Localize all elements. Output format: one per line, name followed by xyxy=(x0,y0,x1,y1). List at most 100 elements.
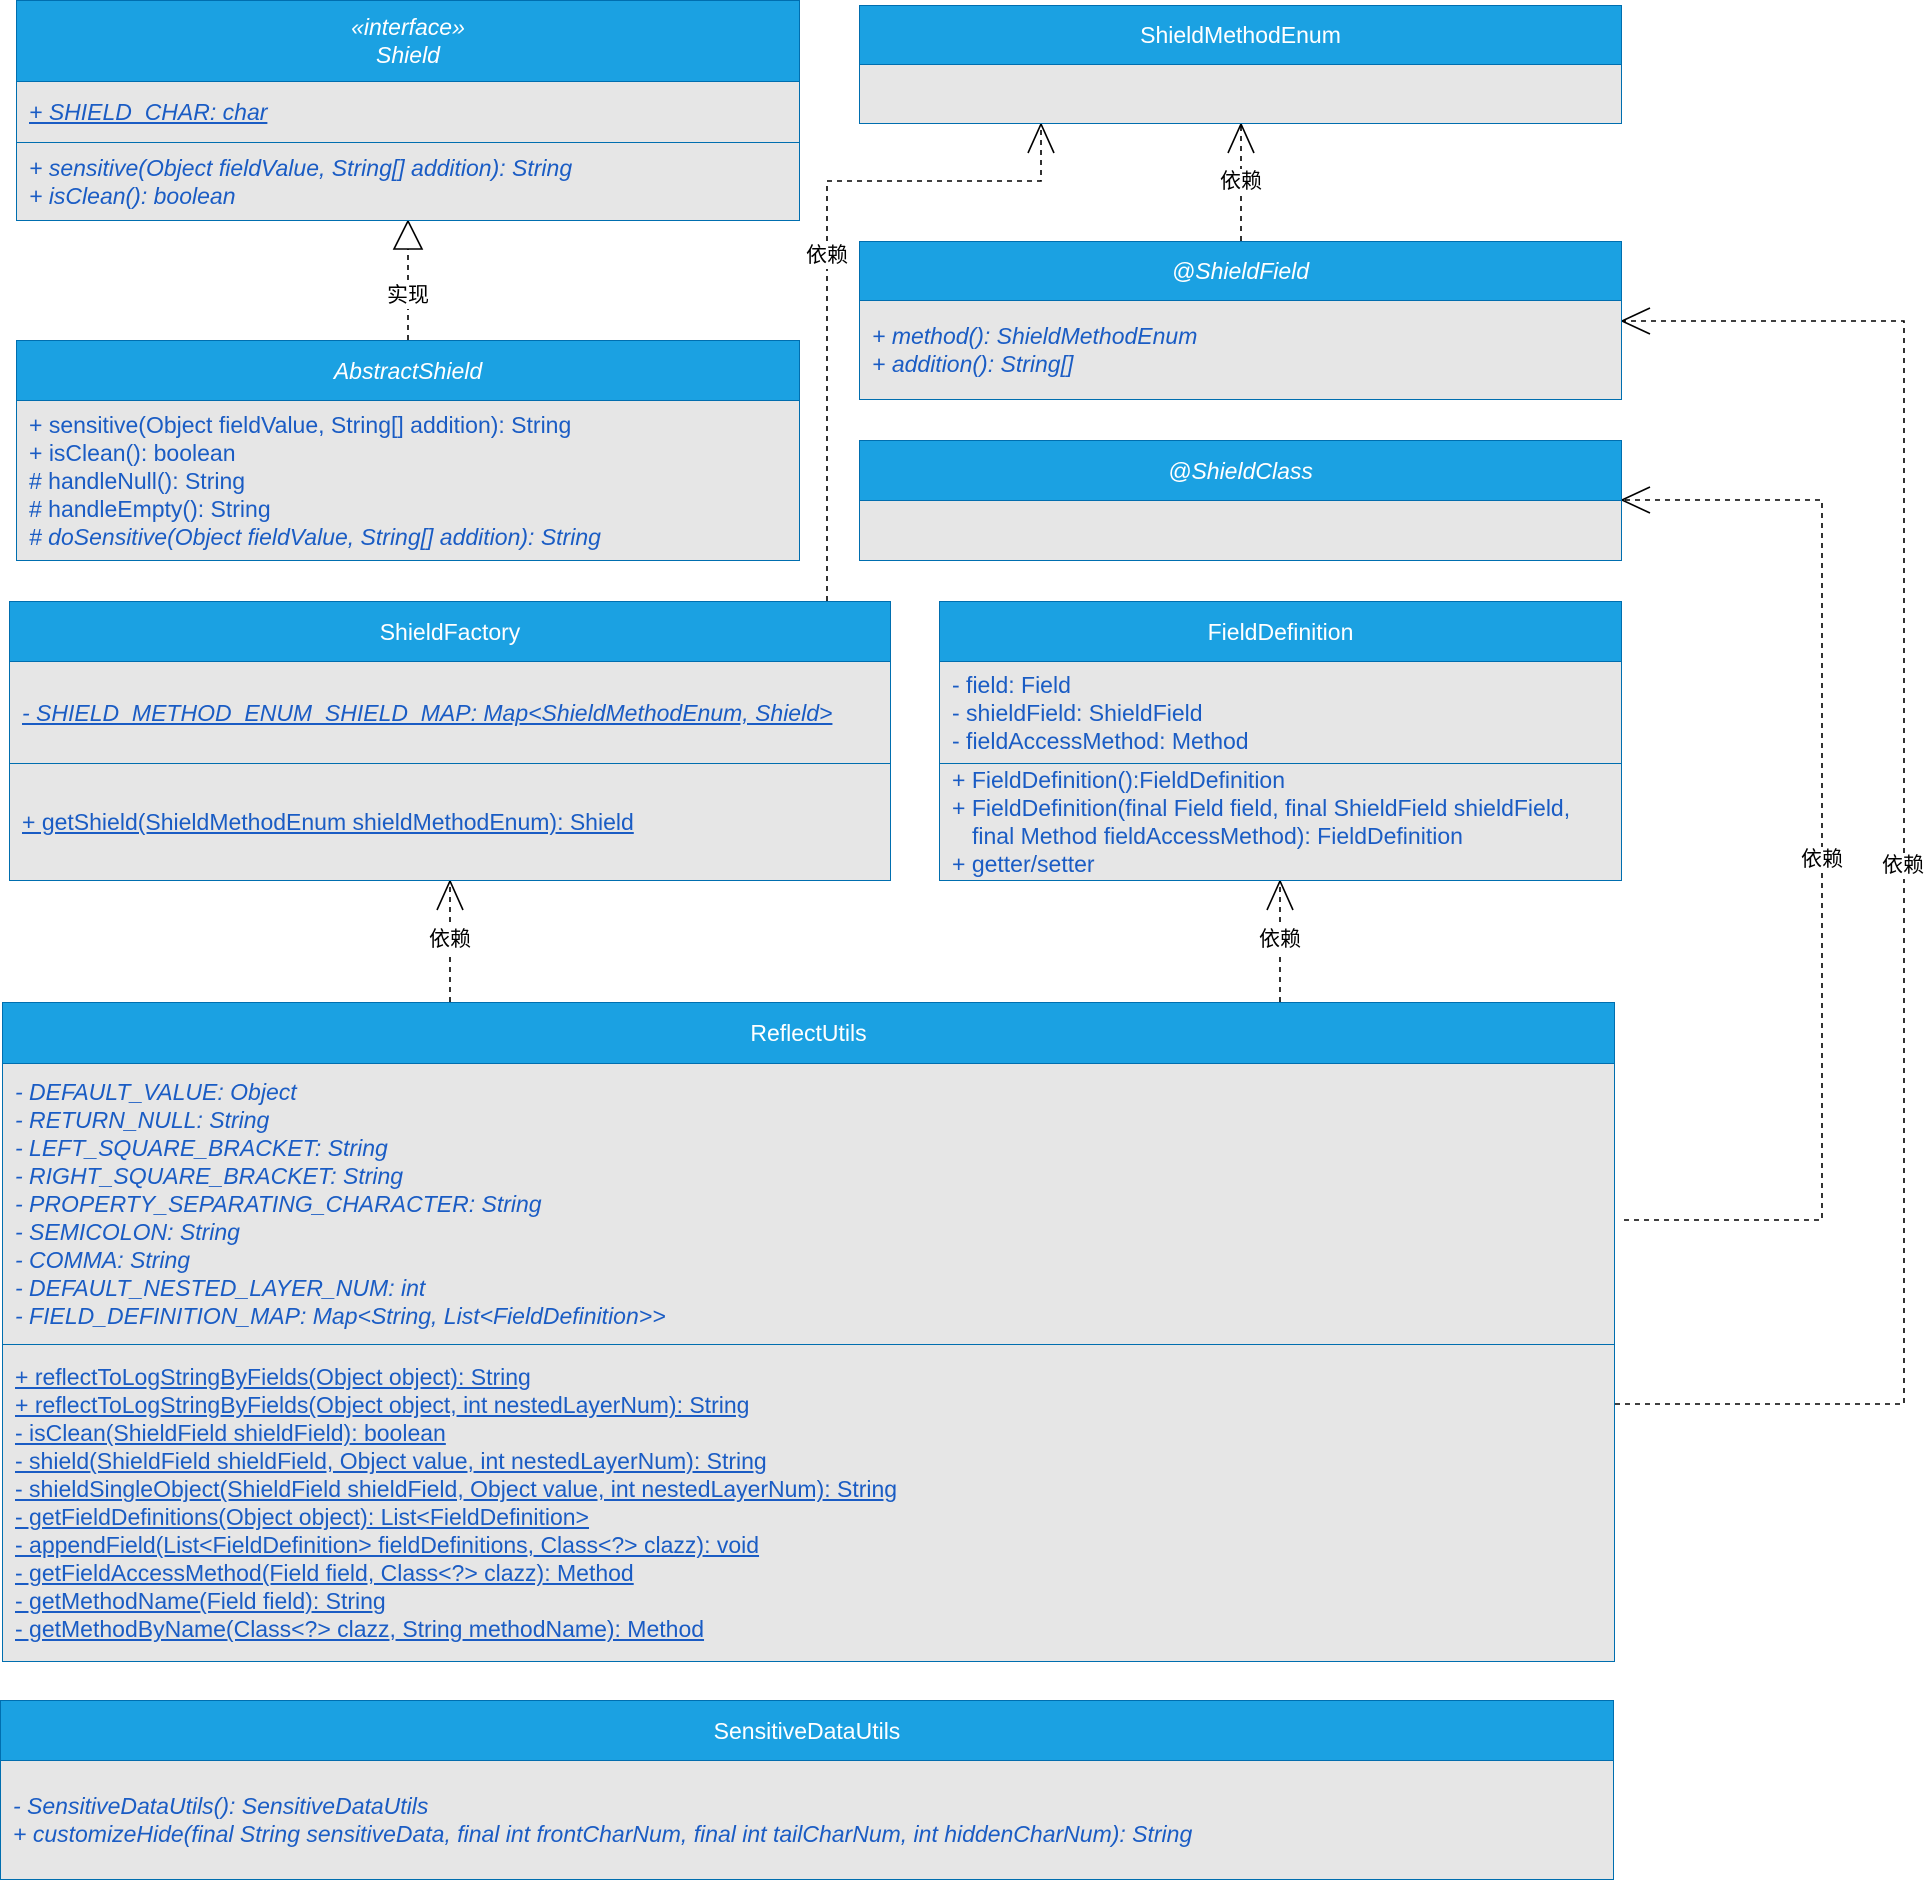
edge-factory-to-enum xyxy=(826,122,1055,601)
class-name: AbstractShield xyxy=(333,357,483,384)
attribute-line: - FIELD_DEFINITION_MAP: Map<String, List… xyxy=(15,1303,666,1329)
dependency-label: 依赖 xyxy=(429,927,471,953)
dependency-label: 依赖 xyxy=(1801,847,1843,873)
dependency-line xyxy=(826,124,1042,601)
class-header: ShieldFactory xyxy=(10,602,890,662)
method-line: + addition(): String[] xyxy=(872,351,1074,377)
attribute-line: - SEMICOLON: String xyxy=(15,1219,240,1245)
methods-section: + sensitive(Object fieldValue, String[] … xyxy=(17,401,799,560)
open-arrowhead xyxy=(1620,486,1651,514)
open-arrowhead xyxy=(436,879,464,911)
attributes-section: - field: Field - shieldField: ShieldFiel… xyxy=(940,662,1621,763)
class-shield: «interface» Shield + SHIELD_CHAR: char +… xyxy=(16,0,800,221)
method-line: - getMethodByName(Class<?> clazz, String… xyxy=(15,1616,705,1642)
method-line: + sensitive(Object fieldValue, String[] … xyxy=(29,411,572,438)
method-line: + sensitive(Object fieldValue, String[] … xyxy=(29,154,573,181)
method-line: - shield(ShieldField shieldField, Object… xyxy=(15,1448,767,1474)
methods-section: + sensitive(Object fieldValue, String[] … xyxy=(17,142,799,220)
class-header: @ShieldField xyxy=(860,242,1621,301)
class-shield-class-annotation: @ShieldClass xyxy=(859,440,1622,561)
attribute-line: - DEFAULT_NESTED_LAYER_NUM: int xyxy=(15,1275,426,1301)
attribute-line: - field: Field xyxy=(952,671,1071,698)
dependency-label: 依赖 xyxy=(1220,169,1262,195)
method-line-continuation: final Method fieldAccessMethod): FieldDe… xyxy=(972,823,1463,849)
attributes-section: - SHIELD_METHOD_ENUM_SHIELD_MAP: Map<Shi… xyxy=(10,662,890,763)
class-header: FieldDefinition xyxy=(940,602,1621,662)
attributes-section: - DEFAULT_VALUE: Object - RETURN_NULL: S… xyxy=(3,1064,1614,1344)
empty-body-section xyxy=(860,501,1621,560)
dependency-line xyxy=(1615,320,1905,1405)
method-line: - isClean(ShieldField shieldField): bool… xyxy=(15,1420,446,1446)
methods-section: + FieldDefinition():FieldDefinition + Fi… xyxy=(940,763,1621,880)
open-arrowhead xyxy=(1027,122,1055,154)
method-line: # handleNull(): String xyxy=(29,467,246,494)
class-shield-field-annotation: @ShieldField + method(): ShieldMethodEnu… xyxy=(859,241,1622,400)
method-line: # doSensitive(Object fieldValue, String[… xyxy=(29,523,601,550)
class-sensitive-data-utils: SensitiveDataUtils - SensitiveDataUtils(… xyxy=(0,1700,1614,1880)
dependency-label: 依赖 xyxy=(1882,853,1924,879)
class-name: SensitiveDataUtils xyxy=(713,1717,901,1744)
realization-label: 实现 xyxy=(387,283,429,309)
method-line: + reflectToLogStringByFields(Object obje… xyxy=(15,1364,531,1390)
class-name: FieldDefinition xyxy=(1207,618,1354,645)
method-line: + FieldDefinition(final Field field, fin… xyxy=(952,795,1571,821)
attribute-line: + SHIELD_CHAR: char xyxy=(29,99,268,125)
class-header: @ShieldClass xyxy=(860,441,1621,501)
method-line: - SensitiveDataUtils(): SensitiveDataUti… xyxy=(13,1793,429,1819)
class-name: ShieldFactory xyxy=(379,618,521,645)
attribute-line: - COMMA: String xyxy=(15,1247,191,1273)
attribute-line: - DEFAULT_VALUE: Object xyxy=(15,1079,297,1105)
method-line: - appendField(List<FieldDefinition> fiel… xyxy=(15,1532,760,1558)
open-arrowhead xyxy=(1620,307,1651,335)
attribute-line: - PROPERTY_SEPARATING_CHARACTER: String xyxy=(15,1191,542,1217)
method-line: + isClean(): boolean xyxy=(29,182,236,209)
class-shield-method-enum: ShieldMethodEnum xyxy=(859,5,1622,124)
edge-reflect-to-shield-field xyxy=(1615,307,1905,1405)
class-name: ReflectUtils xyxy=(750,1020,867,1046)
attribute-line: - shieldField: ShieldField xyxy=(952,699,1203,726)
class-name: @ShieldField xyxy=(1171,258,1310,284)
class-name: Shield xyxy=(376,42,440,68)
attribute-line: - RETURN_NULL: String xyxy=(15,1107,270,1133)
methods-section: + getShield(ShieldMethodEnum shieldMetho… xyxy=(10,763,890,880)
method-line: + getShield(ShieldMethodEnum shieldMetho… xyxy=(22,809,634,835)
stereotype-label: «interface» xyxy=(351,14,465,40)
class-reflect-utils: ReflectUtils - DEFAULT_VALUE: Object - R… xyxy=(2,1002,1615,1662)
method-line: - getFieldDefinitions(Object object): Li… xyxy=(15,1504,589,1530)
method-line: - getFieldAccessMethod(Field field, Clas… xyxy=(15,1560,634,1586)
attribute-line: - LEFT_SQUARE_BRACKET: String xyxy=(15,1135,388,1161)
method-line: + reflectToLogStringByFields(Object obje… xyxy=(15,1392,750,1418)
realization-triangle-arrowhead xyxy=(392,219,424,250)
method-line: - getMethodName(Field field): String xyxy=(15,1588,386,1614)
attributes-section: + SHIELD_CHAR: char xyxy=(17,82,799,142)
method-line: + customizeHide(final String sensitiveDa… xyxy=(13,1821,1193,1847)
class-name: ShieldMethodEnum xyxy=(1140,22,1341,48)
class-header: ShieldMethodEnum xyxy=(860,6,1621,65)
methods-section: - SensitiveDataUtils(): SensitiveDataUti… xyxy=(1,1761,1613,1879)
edge-shield-field-to-enum xyxy=(1227,122,1255,241)
class-name: @ShieldClass xyxy=(1168,457,1313,484)
method-line: + getter/setter xyxy=(952,851,1095,877)
method-line: - shieldSingleObject(ShieldField shieldF… xyxy=(15,1476,898,1502)
attribute-line: - RIGHT_SQUARE_BRACKET: String xyxy=(15,1163,404,1189)
edge-reflect-to-shield-class xyxy=(1620,486,1823,1221)
dependency-line xyxy=(1622,499,1823,1221)
methods-section: + reflectToLogStringByFields(Object obje… xyxy=(3,1344,1614,1661)
class-abstract-shield: AbstractShield + sensitive(Object fieldV… xyxy=(16,340,800,561)
edge-abstract-shield-to-shield xyxy=(392,219,424,340)
class-header: AbstractShield xyxy=(17,341,799,401)
attribute-line: - fieldAccessMethod: Method xyxy=(952,727,1249,754)
method-line: + FieldDefinition():FieldDefinition xyxy=(952,767,1286,793)
method-line: # handleEmpty(): String xyxy=(29,495,271,522)
class-header: ReflectUtils xyxy=(3,1003,1614,1064)
class-header: «interface» Shield xyxy=(17,1,799,82)
class-shield-factory: ShieldFactory - SHIELD_METHOD_ENUM_SHIEL… xyxy=(9,601,891,881)
class-header: SensitiveDataUtils xyxy=(1,1701,1613,1761)
method-line: + method(): ShieldMethodEnum xyxy=(872,323,1198,349)
class-field-definition: FieldDefinition - field: Field - shieldF… xyxy=(939,601,1622,881)
empty-body-section xyxy=(860,65,1621,123)
methods-section: + method(): ShieldMethodEnum + addition(… xyxy=(860,301,1621,399)
open-arrowhead xyxy=(1266,879,1294,911)
open-arrowhead xyxy=(1227,122,1255,154)
attribute-line: - SHIELD_METHOD_ENUM_SHIELD_MAP: Map<Shi… xyxy=(22,699,833,726)
